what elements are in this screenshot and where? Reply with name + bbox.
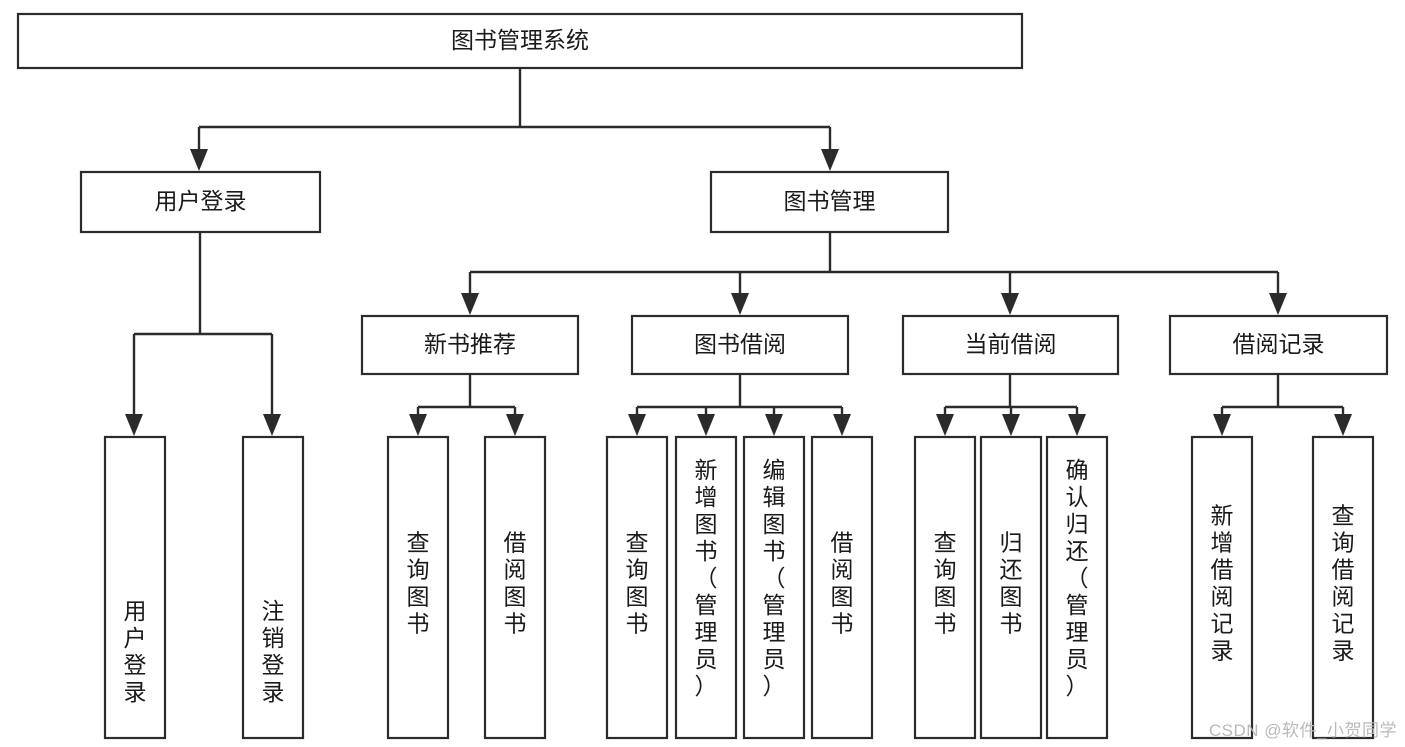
node-label: 新增借阅记录 — [1211, 503, 1234, 664]
node-label: 借阅图书 — [504, 530, 527, 637]
node-leaf-borrow-query[interactable]: 查询图书 — [605, 435, 669, 740]
node-box[interactable] — [483, 435, 547, 740]
node-leaf-rec-query[interactable]: 查询图书 — [386, 435, 450, 740]
arrow-head — [821, 149, 839, 171]
arrow-head — [697, 414, 715, 436]
node-leaf-cur-query[interactable]: 查询图书 — [913, 435, 977, 740]
node-borrow-record[interactable]: 借阅记录 — [1168, 314, 1389, 376]
arrow-head — [1001, 293, 1019, 315]
node-leaf-rec-query-record[interactable]: 查询借阅记录 — [1311, 435, 1375, 740]
arrow-head — [765, 414, 783, 436]
arrow-head — [125, 414, 143, 436]
node-label: 查询借阅记录 — [1332, 503, 1355, 664]
arrow-head — [833, 414, 851, 436]
arrow-head — [1334, 414, 1352, 436]
arrow-head — [506, 414, 524, 436]
node-box[interactable] — [901, 314, 1120, 376]
node-leaf-cur-return[interactable]: 归还图书 — [979, 435, 1043, 740]
node-label: 注销登录 — [262, 598, 285, 705]
node-leaf-user-login[interactable]: 用户登录 — [103, 435, 167, 740]
node-box[interactable] — [1168, 314, 1389, 376]
node-leaf-borrow-edit[interactable]: 编辑图书（管理员） — [742, 435, 806, 740]
node-user-login[interactable]: 用户登录 — [79, 170, 322, 234]
node-box[interactable] — [810, 435, 874, 740]
node-current-borrow[interactable]: 当前借阅 — [901, 314, 1120, 376]
node-box[interactable] — [979, 435, 1043, 740]
node-leaf-cur-confirm[interactable]: 确认归还（管理员） — [1045, 435, 1109, 740]
connector-book-manage-fanout — [461, 232, 1287, 315]
connector-borrow-record-fanout — [1213, 374, 1352, 436]
node-label: 查询图书 — [934, 530, 957, 637]
node-label: 编辑图书（管理员） — [763, 457, 786, 699]
arrow-head — [409, 414, 427, 436]
node-label: 新书推荐 — [424, 331, 516, 357]
node-label: 借阅记录 — [1233, 331, 1325, 357]
arrow-head — [628, 414, 646, 436]
node-box[interactable] — [674, 435, 738, 740]
node-box[interactable] — [241, 435, 305, 740]
node-label: 图书管理系统 — [451, 27, 589, 53]
arrow-head — [936, 414, 954, 436]
node-box[interactable] — [1045, 435, 1109, 740]
connector-user-login-fanout — [125, 232, 281, 436]
node-box[interactable] — [1311, 435, 1375, 740]
arrow-head — [1269, 293, 1287, 315]
node-leaf-logout[interactable]: 注销登录 — [241, 435, 305, 740]
node-label: 归还图书 — [1000, 530, 1023, 637]
node-box[interactable] — [386, 435, 450, 740]
node-root-system[interactable]: 图书管理系统 — [16, 12, 1024, 70]
node-box[interactable] — [16, 12, 1024, 70]
arrow-head — [461, 293, 479, 315]
node-book-manage[interactable]: 图书管理 — [709, 170, 950, 234]
arrow-head — [1213, 414, 1231, 436]
node-label: 图书借阅 — [694, 331, 786, 357]
node-leaf-rec-borrow[interactable]: 借阅图书 — [483, 435, 547, 740]
connector-new-book-rec-fanout — [409, 374, 524, 436]
node-book-borrow[interactable]: 图书借阅 — [630, 314, 850, 376]
connector-layer — [125, 68, 1352, 436]
node-label: 当前借阅 — [965, 331, 1057, 357]
node-leaf-rec-add[interactable]: 新增借阅记录 — [1190, 435, 1254, 740]
node-box[interactable] — [79, 170, 322, 234]
node-label: 借阅图书 — [831, 530, 854, 637]
node-box[interactable] — [1190, 435, 1254, 740]
watermark-text: CSDN @软件_小贺同学 — [1208, 721, 1397, 740]
node-box[interactable] — [630, 314, 850, 376]
node-box[interactable] — [742, 435, 806, 740]
arrow-head — [190, 149, 208, 171]
node-label: 用户登录 — [124, 598, 147, 705]
node-box[interactable] — [103, 435, 167, 740]
node-leaf-borrow-do[interactable]: 借阅图书 — [810, 435, 874, 740]
node-box[interactable] — [913, 435, 977, 740]
node-box[interactable] — [605, 435, 669, 740]
node-new-book-rec[interactable]: 新书推荐 — [360, 314, 580, 376]
node-label: 确认归还（管理员） — [1066, 457, 1089, 699]
arrow-head — [1068, 414, 1086, 436]
node-label: 查询图书 — [626, 530, 649, 637]
node-layer: 图书管理系统用户登录图书管理新书推荐图书借阅当前借阅借阅记录用户登录注销登录查询… — [16, 12, 1389, 740]
node-label: 查询图书 — [407, 530, 430, 637]
connector-book-borrow-fanout — [628, 374, 851, 436]
node-label: 新增图书（管理员） — [695, 457, 718, 699]
connector-root-fanout — [190, 68, 839, 171]
node-leaf-borrow-add[interactable]: 新增图书（管理员） — [674, 435, 738, 740]
arrow-head — [1002, 414, 1020, 436]
node-label: 用户登录 — [155, 188, 247, 214]
node-box[interactable] — [360, 314, 580, 376]
connector-current-borrow-fanout — [936, 374, 1086, 436]
node-label: 图书管理 — [784, 188, 876, 214]
arrow-head — [263, 414, 281, 436]
node-box[interactable] — [709, 170, 950, 234]
arrow-head — [731, 293, 749, 315]
